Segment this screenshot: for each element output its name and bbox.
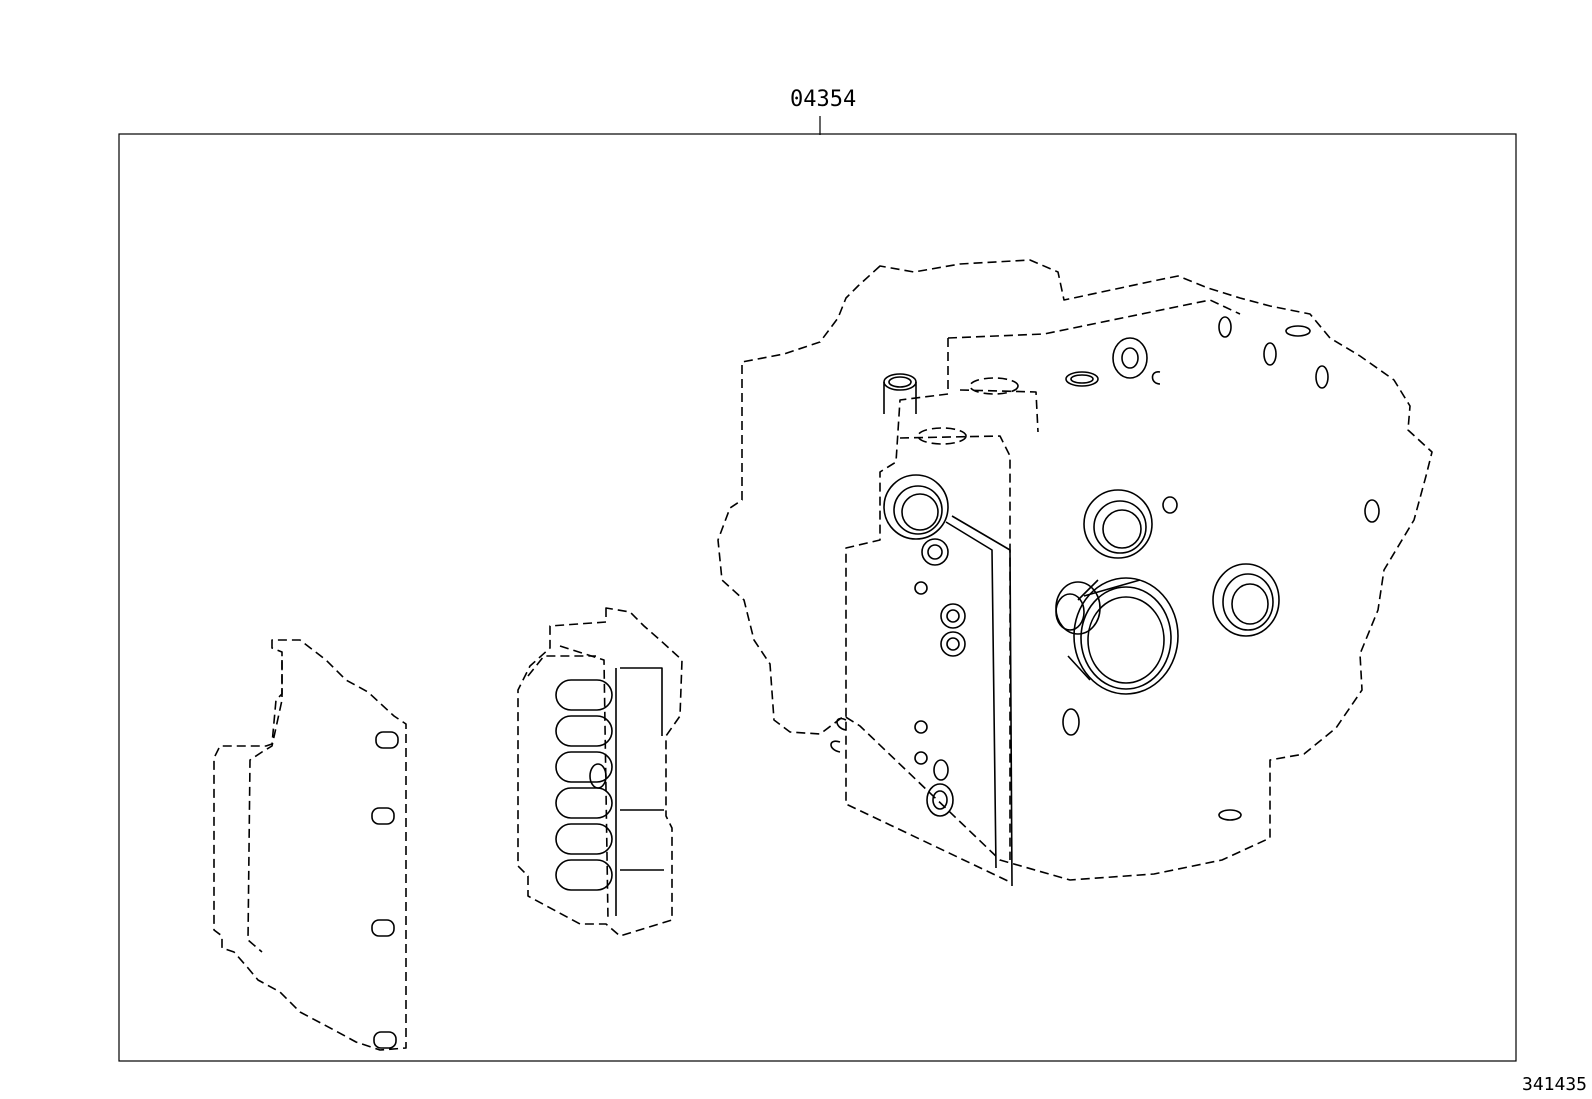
case-bore xyxy=(969,377,1019,395)
valve-spool xyxy=(555,679,613,891)
case-inner-outline xyxy=(845,299,1241,887)
valve-body-o-ring xyxy=(589,763,607,789)
illustration-number: 341435 xyxy=(1522,1074,1587,1095)
drive-shaft-seal xyxy=(1055,577,1179,695)
kit-part-number-label[interactable]: 04354 xyxy=(790,87,856,112)
valve-body-plate-gasket[interactable] xyxy=(213,639,407,1051)
oil-seal-upper xyxy=(1083,489,1153,559)
check-ball-seal xyxy=(921,538,966,817)
clip xyxy=(830,717,847,753)
small-o-ring xyxy=(914,316,1380,821)
kit-frame xyxy=(118,133,1517,1062)
oil-seal-left xyxy=(883,474,949,540)
o-ring xyxy=(1112,337,1148,379)
valve-body-assembly[interactable] xyxy=(517,607,683,937)
snap-ring xyxy=(1151,371,1161,385)
oil-seal-right xyxy=(1212,563,1280,637)
plate-pin xyxy=(371,731,399,1049)
case-bore xyxy=(917,427,967,445)
oil-seal xyxy=(1065,371,1099,387)
transaxle-case-gasket[interactable] xyxy=(717,259,1433,881)
pipe-o-ring xyxy=(883,373,917,414)
